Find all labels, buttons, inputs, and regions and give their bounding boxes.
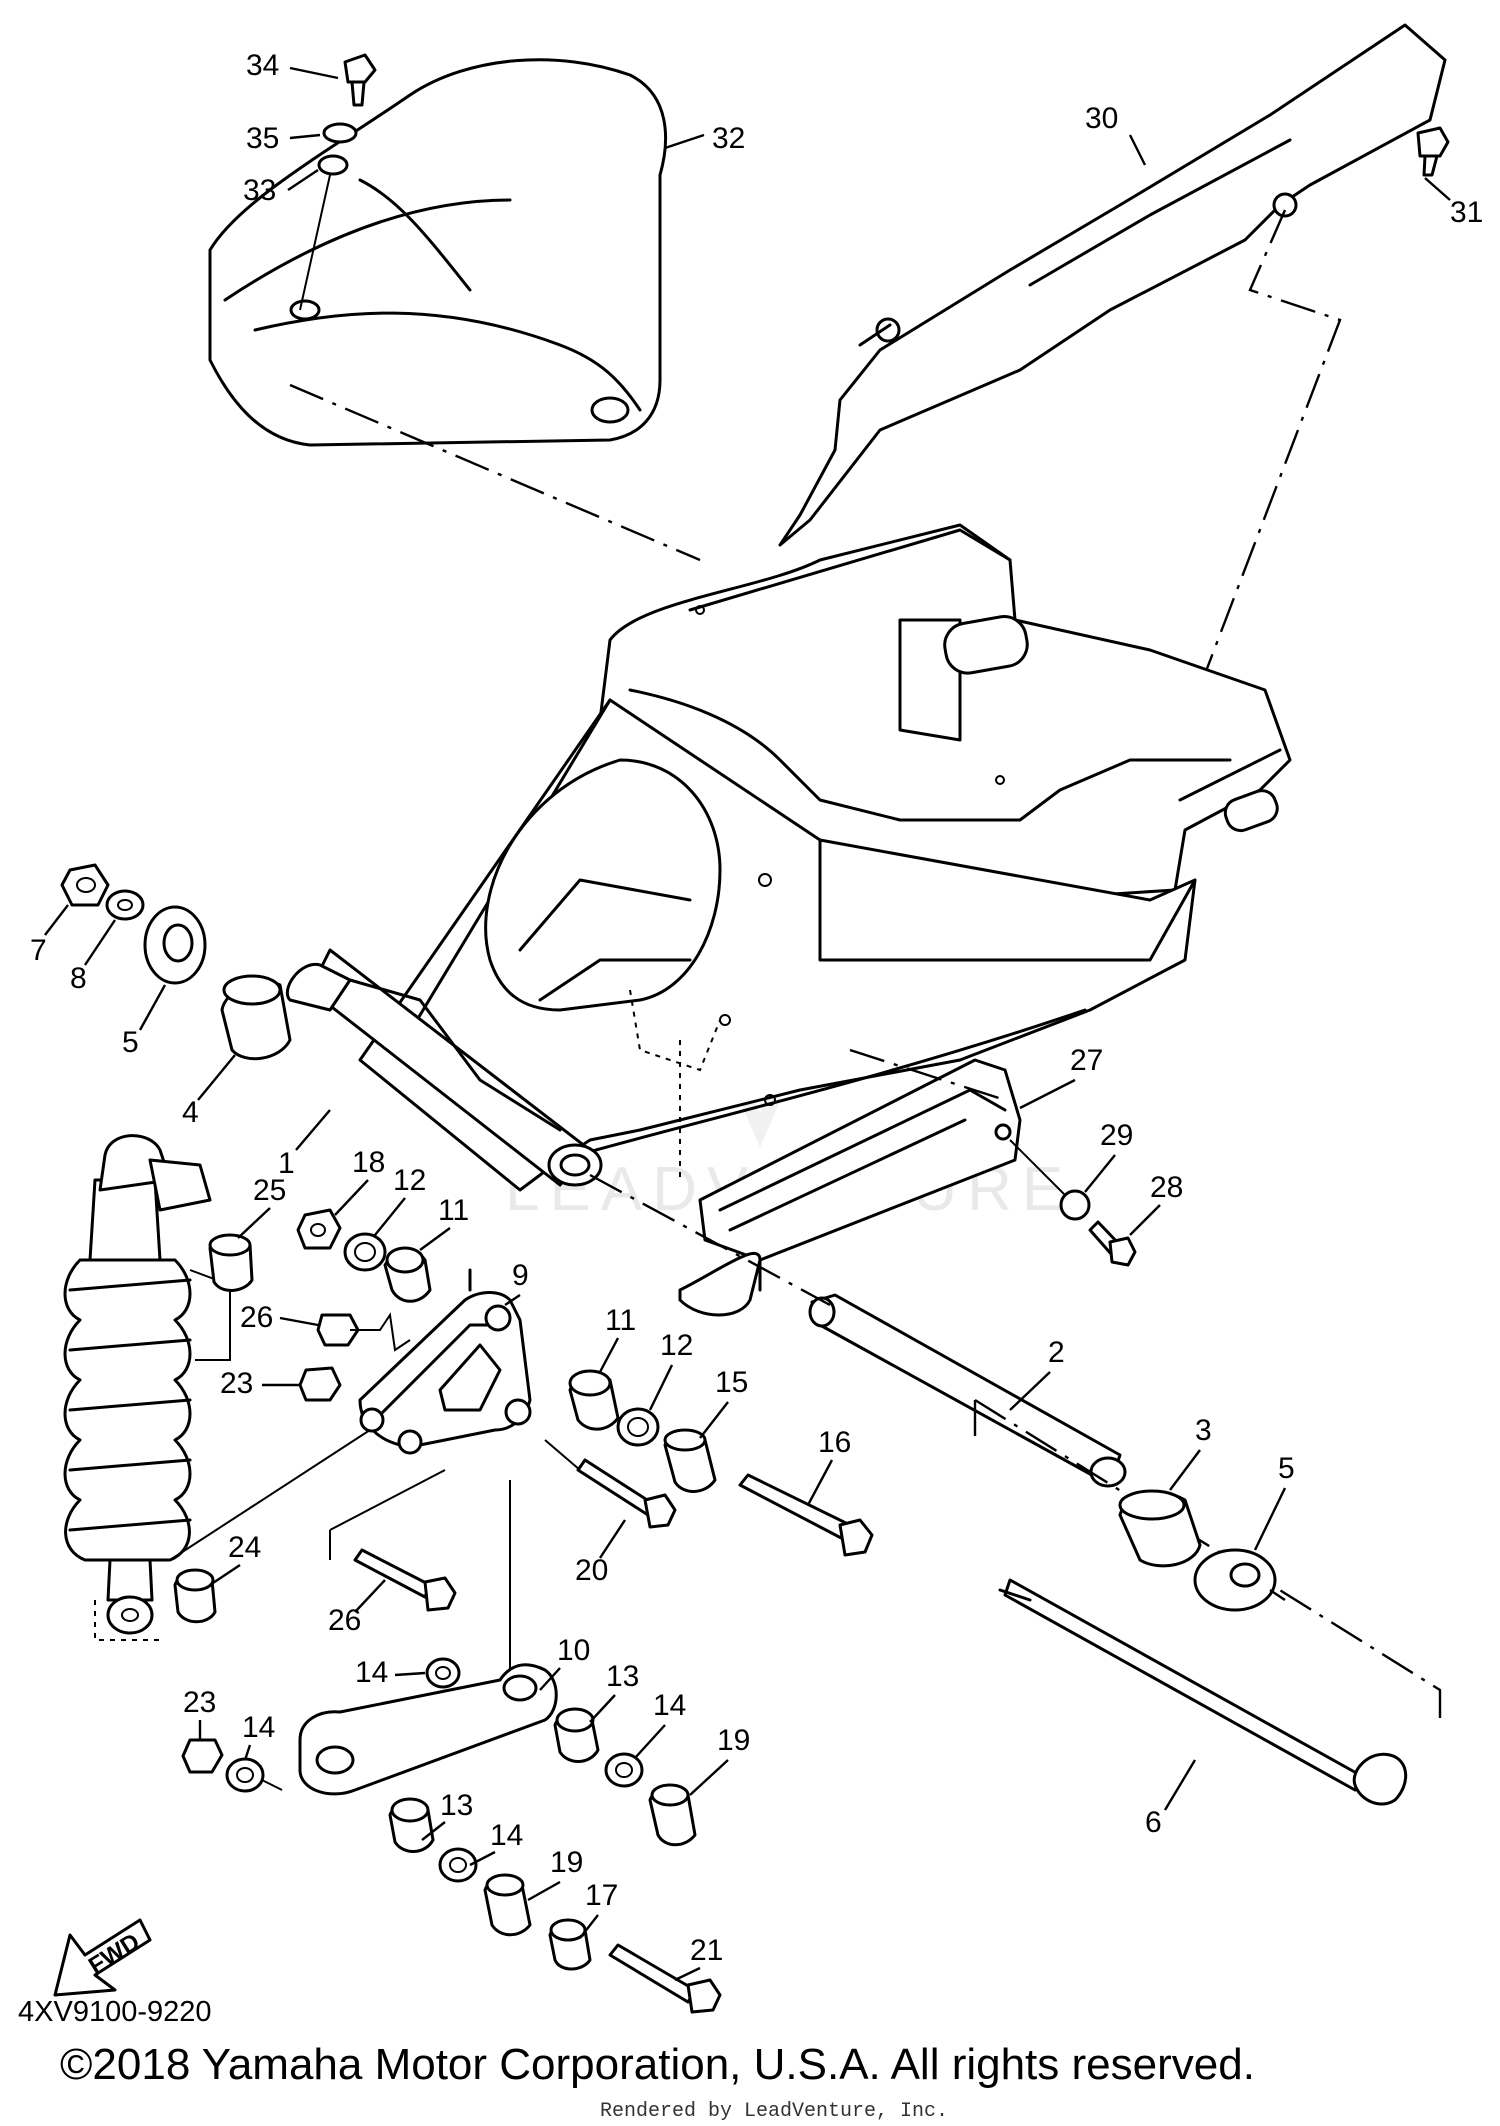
- part-27-chain-slider: [678, 1048, 1022, 1317]
- part-28-bolt: [1009, 1139, 1137, 1267]
- part-25-bolt: [329, 1469, 457, 1612]
- part-12-collar-a: [343, 1232, 387, 1272]
- callout-14c: 14: [242, 1711, 275, 1744]
- part-34-washer: [322, 122, 358, 144]
- callout-12b: 12: [660, 1329, 693, 1362]
- part-14-collar-a: [425, 1657, 461, 1689]
- callout-8: 8: [70, 962, 87, 995]
- part-3-collar: [1118, 1489, 1202, 1568]
- callout-7: 7: [30, 934, 47, 967]
- part-17-collar: [548, 1918, 592, 1971]
- callout-23a: 26: [240, 1301, 273, 1334]
- part-6-long-bolt: [973, 1398, 1442, 1806]
- part-13-bearing-a: [553, 1707, 600, 1763]
- part-4-collar: [220, 974, 292, 1061]
- part-8-washer: [105, 889, 145, 921]
- shock-linkage-line: [169, 1429, 371, 1561]
- part-5-bearing-right: [1193, 1548, 1286, 1612]
- callout-15: 15: [715, 1366, 748, 1399]
- part-35-grommet: [299, 154, 349, 311]
- callout-30: 30: [1085, 102, 1118, 135]
- callout-29: 29: [1100, 1119, 1133, 1152]
- callout-5b: 5: [1278, 1452, 1295, 1485]
- diagram-code: 4XV9100-9220: [18, 1996, 212, 2028]
- part-14-collar-c: [225, 1757, 283, 1793]
- callout-11b: 11: [605, 1304, 636, 1337]
- callout-16: 16: [818, 1426, 851, 1459]
- callout-31: 31: [1450, 196, 1483, 229]
- part-22-rear-shock: [63, 1134, 231, 1641]
- callout-26: 23: [220, 1367, 253, 1400]
- callout-14a: 14: [355, 1656, 388, 1689]
- callout-33: 34: [246, 49, 279, 82]
- callout-12a: 12: [393, 1164, 426, 1197]
- part-2-pivot-shaft: [589, 1173, 1127, 1488]
- part-12-collar-b: [616, 1407, 660, 1447]
- callout-4: 4: [182, 1096, 199, 1129]
- callout-27: 27: [1070, 1044, 1103, 1077]
- part-33-bolt: [343, 53, 377, 107]
- part-1-swingarm: [285, 523, 1292, 1192]
- part-5-bearing-left: [143, 905, 207, 985]
- part-14-collar-d: [438, 1847, 478, 1883]
- part-7-nut: [60, 863, 110, 907]
- callout-19b: 19: [550, 1846, 583, 1879]
- callout-14b: 14: [653, 1689, 686, 1722]
- callout-32: 32: [712, 122, 745, 155]
- callout-28: 28: [1150, 1171, 1183, 1204]
- part-23-nut-b: [181, 1738, 224, 1774]
- callout-13a: 13: [606, 1660, 639, 1693]
- part-16-bolt: [738, 1473, 874, 1557]
- part-30-chain-guard: [778, 23, 1447, 701]
- part-19-collar-b: [483, 1873, 532, 1937]
- callout-20: 20: [575, 1554, 608, 1587]
- part-13-bearing-b: [388, 1797, 435, 1853]
- callout-1: 1: [278, 1147, 295, 1180]
- callout-9: 9: [512, 1259, 529, 1292]
- fwd-arrow-icon: FWD: [53, 1918, 152, 1997]
- part-18-nut: [296, 1208, 342, 1250]
- part-26-nut: [298, 1366, 342, 1402]
- part-9-relay-arm: [358, 1268, 532, 1455]
- callout-22: 25: [253, 1174, 286, 1207]
- copyright-notice: ©2018 Yamaha Motor Corporation, U.S.A. A…: [60, 2040, 1255, 2089]
- callout-2: 2: [1048, 1336, 1065, 1369]
- part-19-collar-a: [648, 1783, 697, 1847]
- callout-11a: 11: [438, 1194, 469, 1227]
- callout-17: 17: [585, 1879, 618, 1912]
- part-23-nut-a: [316, 1313, 360, 1347]
- callout-18: 18: [352, 1146, 385, 1179]
- callout-labels: 34 35 33 32 30 31 7 8 5 4 1 27 29 28 18 …: [30, 49, 1483, 1982]
- callout-34: 35: [246, 122, 279, 155]
- part-22-collar: [208, 1233, 254, 1292]
- part-11-bearing-a: [383, 1246, 432, 1303]
- part-20-bolt: [544, 1439, 677, 1529]
- callout-19a: 19: [717, 1724, 750, 1757]
- callout-23b: 23: [183, 1686, 216, 1719]
- part-21-bolt: [608, 1943, 722, 2014]
- part-24-collar: [173, 1568, 217, 1624]
- callout-6: 6: [1145, 1806, 1162, 1839]
- callout-10: 10: [557, 1634, 590, 1667]
- callout-35: 33: [243, 174, 276, 207]
- part-10-connecting-rod: [298, 1480, 558, 1796]
- callout-21: 21: [690, 1934, 723, 1967]
- part-29-collar: [1059, 1189, 1091, 1221]
- callout-24: 24: [228, 1531, 261, 1564]
- part-11-bearing-b: [568, 1369, 620, 1431]
- part-32-fender-cover: [208, 58, 701, 562]
- part-31-bolt: [1416, 126, 1450, 177]
- callout-14d: 14: [490, 1819, 523, 1852]
- callout-5a: 5: [122, 1026, 139, 1059]
- part-14-collar-b: [604, 1752, 644, 1788]
- zigzag-line: [350, 1312, 411, 1352]
- callout-3: 3: [1195, 1414, 1212, 1447]
- rendered-by-text: Rendered by LeadVenture, Inc.: [600, 2100, 949, 2123]
- callout-13b: 13: [440, 1789, 473, 1822]
- part-15-collar: [663, 1428, 717, 1493]
